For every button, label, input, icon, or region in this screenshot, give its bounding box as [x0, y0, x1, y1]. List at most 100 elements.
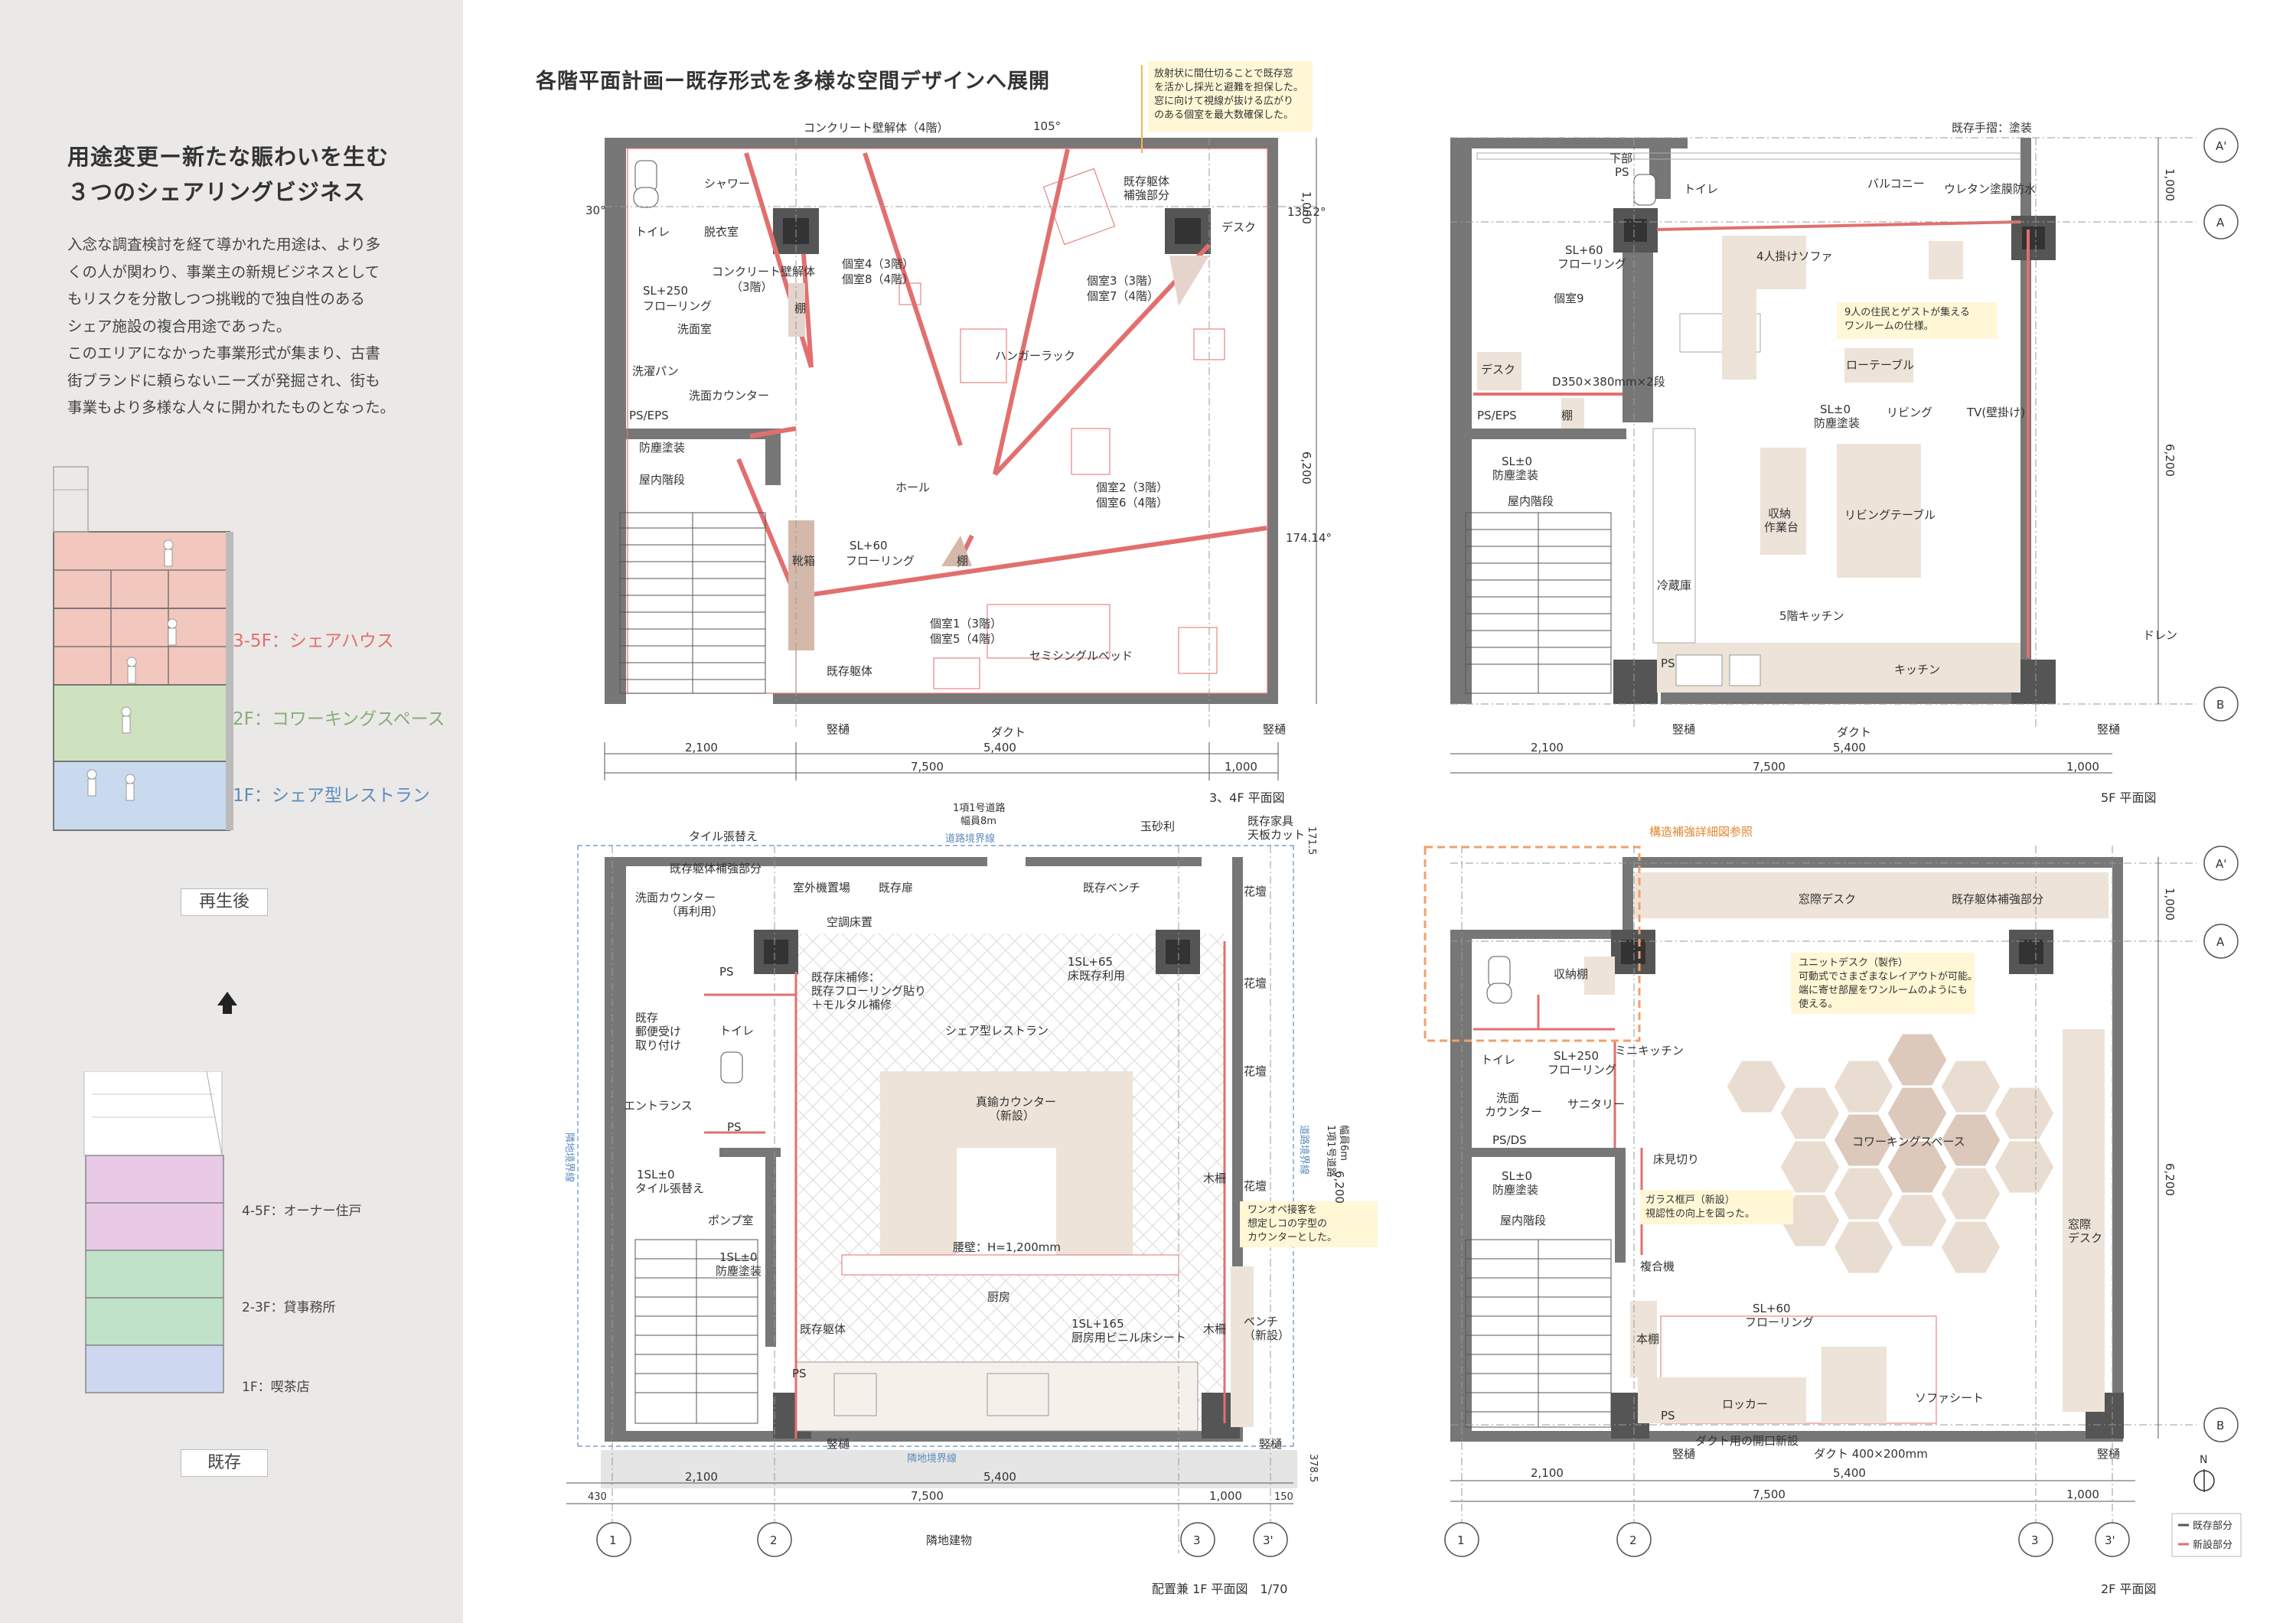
label: ウレタン塗膜防水 — [1944, 182, 2036, 196]
note-box — [1148, 61, 1313, 132]
legend-new: 新設部分 — [2193, 1539, 2232, 1551]
label: 1SL±0 — [637, 1168, 675, 1181]
plan-caption: 3、4F 平面図 — [1209, 790, 1285, 805]
column — [1613, 660, 1658, 704]
label: 1項1号道路 — [1325, 1125, 1337, 1178]
label: コンクリート壁解体（4階） — [804, 121, 949, 135]
label: SL±0 — [1502, 1169, 1532, 1183]
main-title: 各階平面計画ー既存形式を多様な空間デザインへ展開 — [536, 70, 1050, 93]
label: 取り付け — [635, 1038, 681, 1052]
label: 棚 — [794, 301, 806, 315]
dim: 7,500 — [911, 1489, 944, 1503]
label: （再利用） — [666, 904, 723, 918]
label: 窓際 — [2068, 1217, 2091, 1231]
north-label: N — [2200, 1454, 2207, 1466]
label: ミニキッチン — [1615, 1044, 1684, 1058]
label: 厨房用ビニル床シート — [1071, 1331, 1186, 1344]
label: 作業台 — [1764, 520, 1799, 534]
plan-2f: A' A B 1 2 3 3' 構造補強詳細図参照 窓際デスク 既存躯体補強部分… — [1424, 825, 2242, 1596]
label: 個室9 — [1554, 292, 1584, 305]
label: 9人の住民とゲストが集える — [1844, 306, 1970, 318]
label: SL+60 — [850, 539, 888, 552]
dim: 2,100 — [685, 1470, 718, 1484]
note-line: を活かし採光と避難を担保した。 — [1154, 82, 1303, 93]
grid-marker — [596, 1522, 631, 1557]
section-after-diagram — [53, 466, 233, 831]
label: シェア型レストラン — [945, 1024, 1049, 1038]
label: 防塵塗装 — [1492, 468, 1538, 482]
grid-label: 3 — [1193, 1533, 1201, 1547]
body-line: もリスクを分散しつつ挑戦的で独自性のある — [67, 290, 365, 308]
grid-label: B — [2216, 698, 2224, 712]
label: 既存躯体 — [800, 1322, 846, 1336]
plan-3-4f: 放射状に間仕切ることで既存窓 を活かし採光と避難を担保した。 窓に向けて視線が抜… — [585, 61, 1332, 805]
after-badge: 再生後 — [181, 888, 268, 916]
label: SL±0 — [1502, 455, 1532, 468]
label: ロッカー — [1722, 1397, 1768, 1411]
label: 屋内階段 — [639, 473, 685, 487]
label: コワーキングスペース — [1852, 1135, 1965, 1149]
plan-caption: 2F 平面図 — [2101, 1582, 2156, 1596]
label: エントランス — [624, 1099, 693, 1113]
label: 真鍮カウンター — [976, 1095, 1056, 1109]
label: 既存躯体 — [827, 664, 872, 678]
dim: 7,500 — [911, 760, 944, 774]
label: 洗面室 — [677, 322, 712, 336]
body-line: シェア施設の複合用途であった。 — [67, 317, 292, 335]
dim: 6,200 — [1300, 451, 1313, 484]
label: 玉砂利 — [1140, 820, 1175, 833]
grid-label: 1 — [609, 1533, 617, 1547]
label: 棚 — [1561, 409, 1573, 422]
dim: 378.5 — [1307, 1454, 1319, 1482]
label: 補強部分 — [1124, 188, 1169, 202]
label: トイレ — [1481, 1053, 1515, 1067]
label: デスク — [2068, 1231, 2102, 1245]
label: 室外機置場 — [793, 881, 850, 895]
label: セミシングルベッド — [1029, 649, 1133, 663]
dim: 1,000 — [1300, 191, 1313, 224]
grid-marker — [2203, 686, 2239, 722]
label: 視認性の向上を図った。 — [1645, 1207, 1755, 1220]
sidebar-title: 用途変更ー新たな賑わいを生む ３つのシェアリングビジネス — [67, 139, 389, 210]
label: SL±0 — [1820, 402, 1851, 416]
label: 105° — [1033, 119, 1061, 133]
label: カウンターとした。 — [1247, 1232, 1337, 1243]
label: 洗濯パン — [632, 364, 679, 378]
label: キッチン — [1894, 663, 1940, 676]
label: 5階キッチン — [1779, 609, 1844, 623]
label: 既存扉 — [879, 881, 913, 895]
label: デスク — [1221, 220, 1256, 234]
before-badge: 既存 — [181, 1449, 268, 1477]
label: 1項1号道路 — [953, 802, 1006, 814]
label: バルコニー — [1867, 177, 1925, 191]
grid-label: 3 — [2031, 1533, 2039, 1547]
body-line: このエリアになかった事業形式が集まり、古書 — [67, 344, 380, 362]
label: 洗面カウンター — [689, 389, 769, 402]
label: 個室5（4階） — [930, 632, 1002, 646]
label: トイレ — [719, 1024, 754, 1038]
label-coworking: 2F：コワーキングスペース — [233, 709, 445, 729]
label: トイレ — [1684, 182, 1718, 196]
label: シャワー — [704, 177, 750, 191]
label: 既存躯体補強部分 — [1952, 892, 2043, 906]
label: 個室6（4階） — [1096, 496, 1168, 510]
label: 個室7（4階） — [1087, 289, 1159, 303]
label: SL+60 — [1753, 1302, 1791, 1315]
label: 個室2（3階） — [1096, 481, 1168, 494]
label: リビング — [1887, 406, 1932, 419]
label: 個室8（4階） — [842, 272, 914, 286]
legend-existing: 既存部分 — [2193, 1520, 2232, 1532]
dim: 6,200 — [1332, 1171, 1346, 1204]
label: フローリング — [643, 299, 712, 313]
label: 花壇 — [1244, 976, 1267, 990]
label: 下部 — [1609, 152, 1632, 165]
label: 収納 — [1768, 507, 1791, 520]
label: 厨房 — [987, 1290, 1010, 1304]
label: 本棚 — [1636, 1332, 1659, 1346]
label: 腰壁：H=1,200mm — [953, 1240, 1061, 1254]
label: 屋内階段 — [1508, 494, 1554, 508]
label: 竪樋 — [1259, 1437, 1282, 1451]
label: 棚 — [957, 554, 968, 568]
label: 花壇 — [1244, 1179, 1267, 1193]
sidebar-body: 入念な調査検討を経て導かれた用途は、より多 くの人が関わり、事業主の新規ビジネス… — [67, 231, 412, 422]
